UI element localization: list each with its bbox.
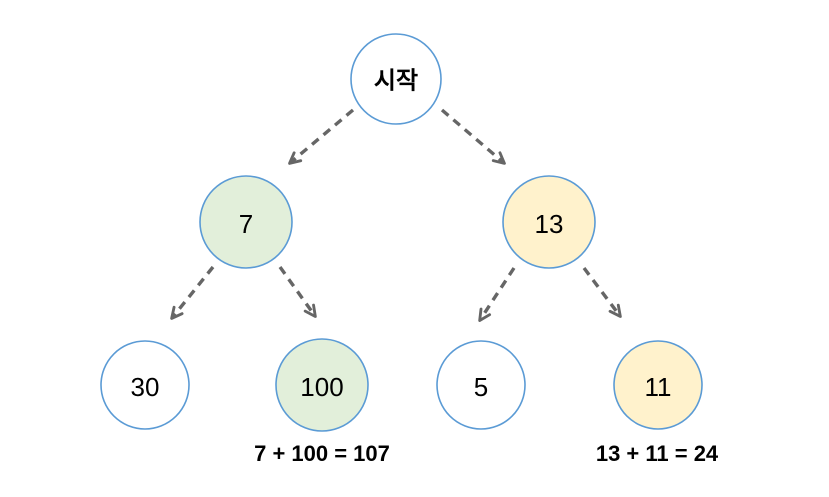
edge-13-to-11 — [582, 266, 622, 318]
node-7-label: 7 — [239, 209, 253, 239]
node-11-label: 11 — [645, 372, 672, 402]
node-100-label: 100 — [300, 372, 343, 402]
node-5: 5 — [436, 340, 526, 430]
node-11: 11 — [613, 340, 703, 430]
node-30: 30 — [100, 340, 190, 430]
node-5-circle — [436, 340, 526, 430]
edge-root-to-13 — [440, 108, 506, 165]
node-5-label: 5 — [474, 372, 488, 402]
edge-13-to-5 — [478, 267, 516, 322]
root-node: 시작 — [350, 33, 442, 125]
node-30-label: 30 — [131, 372, 160, 402]
node-100-circle — [275, 338, 369, 432]
root-node-circle — [350, 33, 442, 125]
edge-root-to-7 — [288, 108, 355, 165]
node-13-label: 13 — [535, 209, 564, 239]
node-7-circle — [199, 175, 293, 269]
root-node-label: 시작 — [374, 68, 418, 95]
node-30-circle — [100, 340, 190, 430]
node-11-circle — [613, 340, 703, 430]
right-path-sum-caption: 13 + 11 = 24 — [596, 441, 719, 466]
node-13: 13 — [502, 175, 596, 269]
node-100: 100 — [275, 338, 369, 432]
node-13-circle — [502, 175, 596, 269]
node-7: 7 — [199, 175, 293, 269]
edge-7-to-30 — [170, 265, 215, 320]
edge-7-to-100 — [278, 266, 317, 318]
left-path-sum-caption: 7 + 100 = 107 — [254, 441, 390, 466]
